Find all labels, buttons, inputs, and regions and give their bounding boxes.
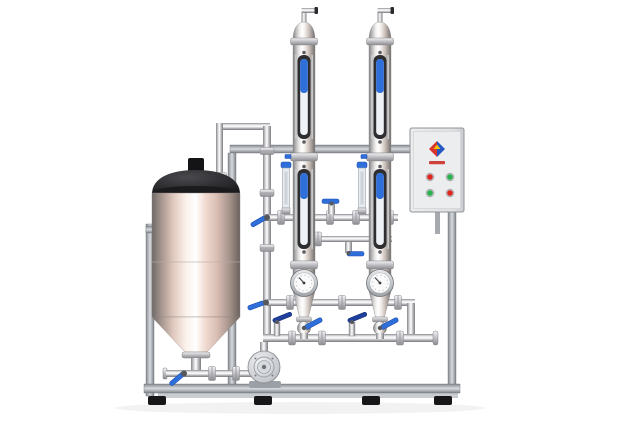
base-rail-back: [158, 392, 458, 398]
frame-foot: [434, 396, 452, 405]
frame-foot: [362, 396, 380, 405]
valve-pivot: [346, 251, 351, 255]
tank-top-port: [188, 158, 204, 172]
led-lens: [447, 174, 453, 180]
valve-pivot: [181, 370, 187, 377]
logo-wordmark-mark: [429, 161, 445, 165]
pump-hub: [261, 364, 267, 370]
pump-base: [249, 381, 281, 388]
valve-pivot: [263, 299, 269, 306]
indicator-light-red-2: [445, 188, 455, 198]
pump-outlet-pipe: [260, 342, 268, 354]
led-lens: [427, 190, 433, 196]
led-lens: [427, 174, 433, 180]
control-panel: [409, 127, 465, 234]
logo-left: [429, 141, 437, 157]
frame-foot: [148, 396, 166, 405]
manifold-end-cap: [432, 330, 439, 346]
pump-bolt: [271, 357, 274, 360]
tank-outlet-neck: [191, 358, 201, 370]
pump-cover-ring: [253, 356, 275, 378]
return-drop-pipe: [407, 303, 415, 338]
pump-bolt: [254, 357, 257, 360]
logo-center: [433, 144, 441, 149]
storage-tank: [151, 158, 252, 386]
valve-pivot: [329, 201, 334, 206]
frame-foot: [254, 396, 272, 405]
valve-pivot: [264, 214, 270, 221]
indicator-light-green-1: [445, 172, 455, 182]
tank-cone-clamp: [181, 351, 211, 359]
valve-stem: [345, 242, 352, 253]
floor-shadow: [115, 402, 485, 414]
led-lens: [447, 190, 453, 196]
logo-right: [437, 141, 445, 157]
bottom-manifold-pipe: [263, 334, 434, 342]
base-rail-front: [143, 383, 461, 394]
left-process-pipe: [263, 126, 271, 336]
feed-pump: [247, 342, 281, 388]
cross-pipe: [296, 236, 392, 242]
pump-bolt: [271, 374, 274, 377]
tank-riser-pipe: [216, 123, 223, 183]
indicator-light-red-1: [425, 172, 435, 182]
panel-conduit: [435, 212, 440, 234]
rotameter-1: [280, 161, 292, 215]
valve-stem: [328, 203, 335, 214]
rotameter-2: [356, 161, 368, 215]
process-piping: [212, 123, 439, 346]
tank-body: [151, 192, 241, 318]
indicator-light-green-2: [425, 188, 435, 198]
manifold-valves: [247, 198, 368, 337]
top-transfer-pipe: [216, 123, 270, 130]
pump-bolt: [254, 374, 257, 377]
manufacturer-logo-icon: [429, 141, 445, 165]
